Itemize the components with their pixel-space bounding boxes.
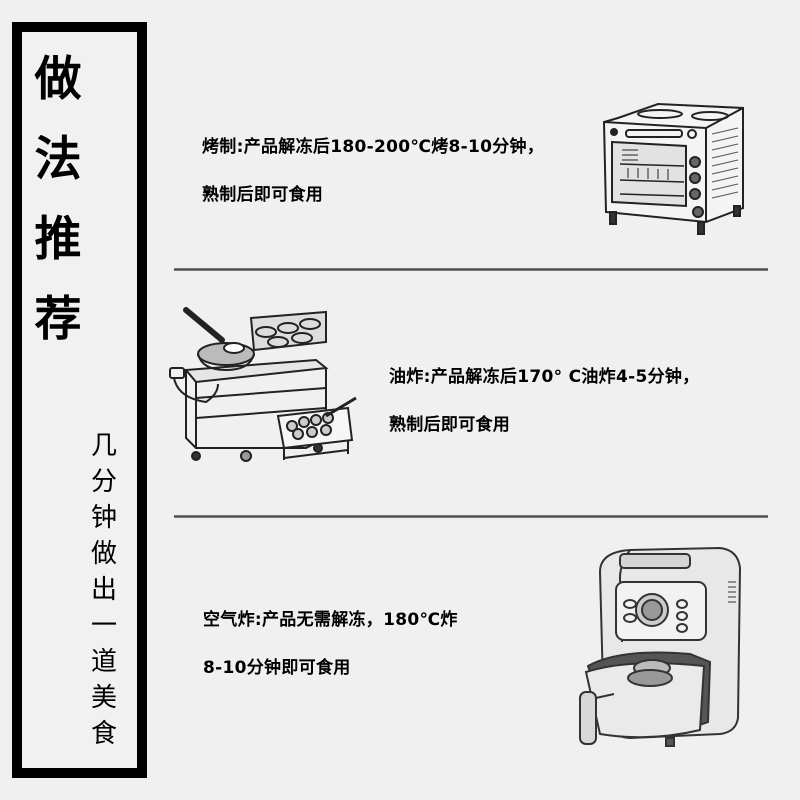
slogan-char: 做	[90, 539, 117, 569]
title-char: 法	[34, 132, 82, 187]
method-deep-fry-line1: 油炸:产品解冻后170° C油炸4-5分钟，	[389, 367, 700, 387]
method-deep-fry: 油炸:产品解冻后170° C油炸4-5分钟， 熟制后即可食用	[389, 365, 700, 461]
deep-fryer-icon	[169, 307, 357, 462]
slogan-char: 分	[90, 467, 117, 497]
method-air-fry: 空气炸:产品无需解冻，180℃炸 8-10分钟即可食用	[203, 608, 458, 704]
slogan-char: 一	[90, 611, 117, 641]
slogan-char: 食	[90, 719, 117, 749]
section-divider	[174, 515, 768, 518]
sidebar-frame	[12, 22, 147, 778]
section-divider	[174, 268, 768, 271]
slogan-char: 几	[90, 431, 117, 461]
sidebar-title: 做 法 推 荐	[28, 40, 88, 360]
title-char: 推	[34, 212, 82, 267]
method-bake: 烤制:产品解冻后180-200℃烤8-10分钟， 熟制后即可食用	[202, 135, 544, 231]
method-bake-line2: 熟制后即可食用	[202, 185, 324, 205]
air-fryer-icon	[579, 546, 742, 747]
slogan-char: 钟	[90, 503, 117, 533]
title-char: 荐	[34, 292, 82, 347]
method-air-fry-line1: 空气炸:产品无需解冻，180℃炸	[203, 610, 458, 630]
method-air-fry-line2: 8-10分钟即可食用	[203, 658, 351, 678]
toaster-oven-icon	[602, 102, 744, 235]
slogan-char: 美	[90, 683, 117, 713]
title-char: 做	[34, 52, 82, 107]
method-bake-line1: 烤制:产品解冻后180-200℃烤8-10分钟，	[202, 137, 545, 157]
slogan-char: 道	[90, 647, 117, 677]
method-deep-fry-line2: 熟制后即可食用	[389, 415, 511, 435]
slogan-char: 出	[90, 575, 117, 605]
sidebar-slogan: 几 分 钟 做 出 一 道 美 食	[87, 428, 121, 752]
